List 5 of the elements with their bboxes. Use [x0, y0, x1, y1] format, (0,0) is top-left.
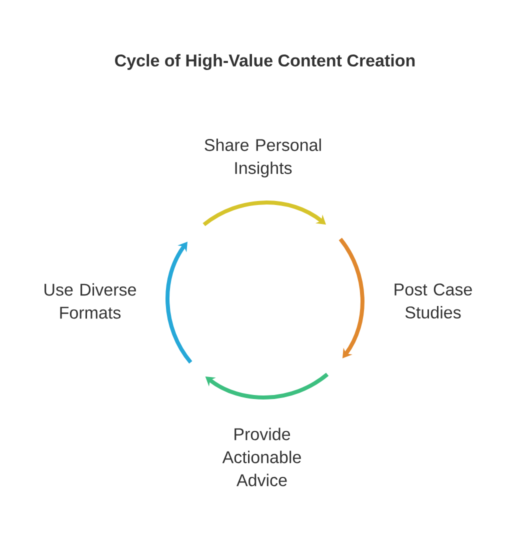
node-label: Share Personal Insights: [204, 138, 321, 178]
node-label: Post Case Studies: [394, 283, 472, 319]
node-label: Provide Actionable Advice: [222, 428, 301, 486]
node-label: Use Diverse Formats: [44, 283, 136, 319]
title: Cycle of High-Value Content Creation: [115, 54, 415, 70]
